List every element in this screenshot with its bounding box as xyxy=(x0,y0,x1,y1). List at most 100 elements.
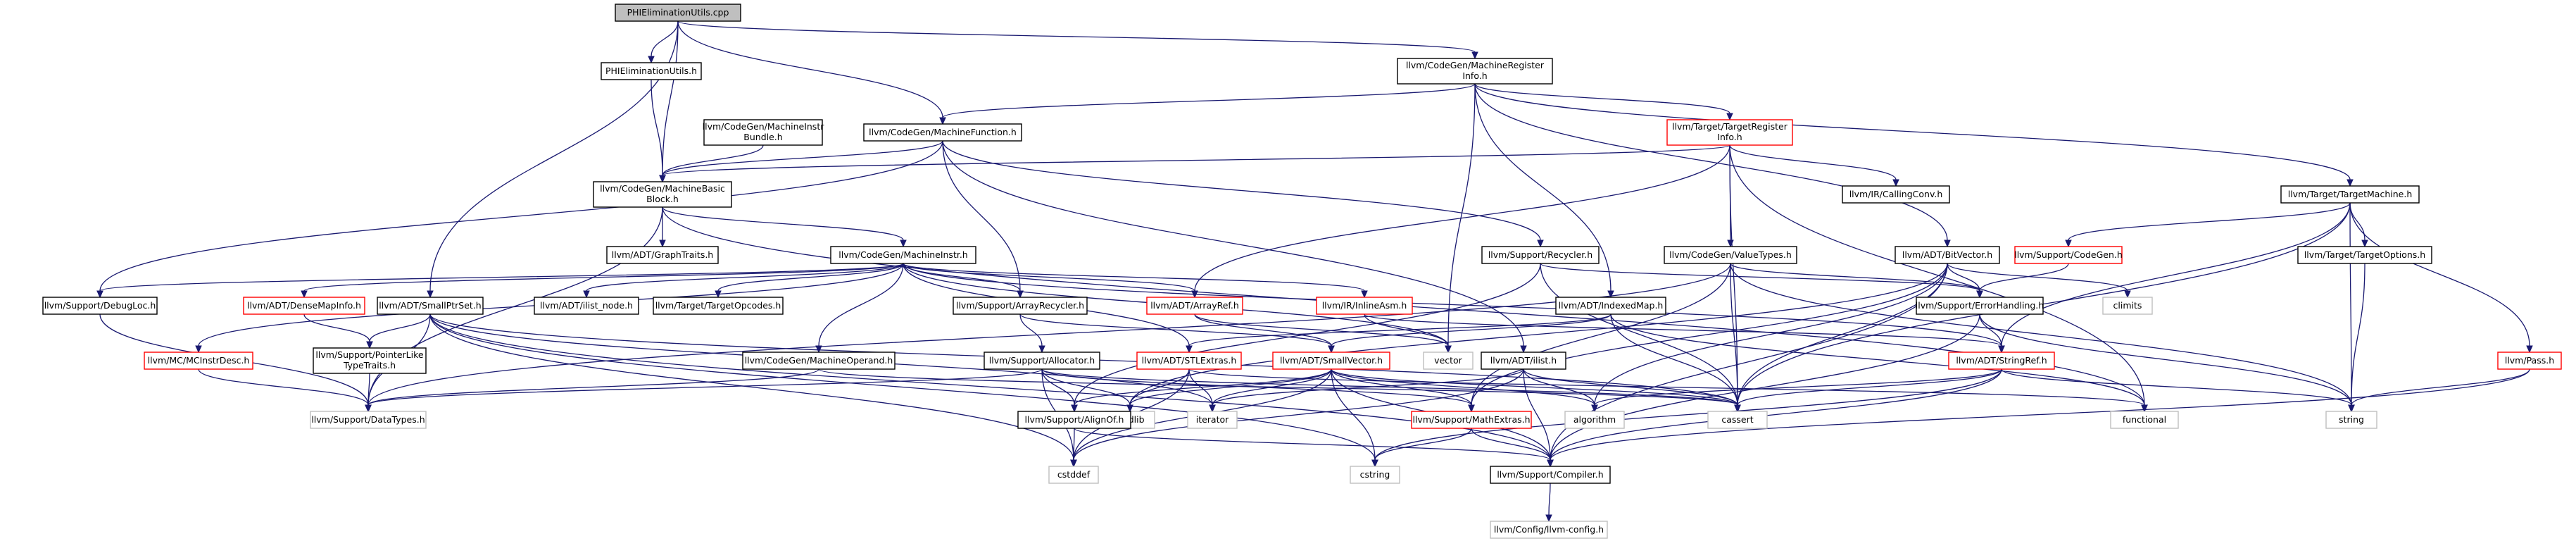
edge-line xyxy=(1331,368,1376,461)
node-ilist[interactable]: llvm/ADT/ilist.h xyxy=(1481,352,1566,370)
node-targetoptions[interactable]: llvm/Target/TargetOptions.h xyxy=(2297,246,2432,264)
node-box xyxy=(984,352,1100,370)
node-densemapinfo[interactable]: llvm/ADT/DenseMapInfo.h xyxy=(243,297,365,315)
node-box xyxy=(703,119,823,146)
edge-line xyxy=(1129,368,1190,406)
node-ilistnode[interactable]: llvm/ADT/ilist_node.h xyxy=(534,297,639,315)
edge-mf-to-ilist xyxy=(942,140,1527,354)
node-box xyxy=(1916,297,2044,315)
node-alignof[interactable]: llvm/Support/AlignOf.h xyxy=(1017,411,1131,429)
edge-line xyxy=(1471,263,1731,406)
node-errorhandling[interactable]: llvm/Support/ErrorHandling.h xyxy=(1916,297,2044,315)
edge-smallvector-to-cstdlib xyxy=(1126,368,1332,413)
edge-codegen-to-errorhandling xyxy=(1976,263,2069,299)
edge-compiler-to-config xyxy=(1545,483,1552,523)
node-box xyxy=(1411,411,1532,429)
edge-line xyxy=(1548,483,1551,516)
node-mi[interactable]: llvm/CodeGen/MachineInstr.h xyxy=(830,246,976,264)
edge-line xyxy=(651,79,663,176)
node-pass[interactable]: llvm/Pass.h xyxy=(2497,352,2562,370)
node-label: llvm/Support/MathExtras.h xyxy=(1412,414,1530,425)
node-compiler[interactable]: llvm/Support/Compiler.h xyxy=(1490,466,1611,484)
edge-line xyxy=(1074,263,1541,406)
node-targetopcodes[interactable]: llvm/Target/TargetOpcodes.h xyxy=(653,297,784,315)
node-cstddef: cstddef xyxy=(1048,466,1099,484)
edge-tri-to-arrayref xyxy=(1191,144,1730,299)
edge-smallvector-to-algorithm xyxy=(1331,368,1598,413)
edge-line xyxy=(1194,313,1332,347)
edge-line xyxy=(942,83,1476,118)
node-box xyxy=(1490,521,1608,539)
node-box xyxy=(2102,297,2153,315)
node-tm[interactable]: llvm/Target/TargetMachine.h xyxy=(2280,185,2420,204)
arrowhead xyxy=(1186,345,1193,354)
node-moperand[interactable]: llvm/CodeGen/MachineOperand.h xyxy=(742,352,896,370)
edge-phiutils_h-to-mbb xyxy=(651,79,666,183)
node-arrayref[interactable]: llvm/ADT/ArrayRef.h xyxy=(1146,297,1243,315)
node-smallvector[interactable]: llvm/ADT/SmallVector.h xyxy=(1272,352,1390,370)
node-indexedmap[interactable]: llvm/ADT/IndexedMap.h xyxy=(1555,297,1666,315)
node-box xyxy=(534,297,639,315)
edge-line xyxy=(1188,313,1611,347)
node-cstring: cstring xyxy=(1350,466,1400,484)
node-label: llvm/ADT/SmallPtrSet.h xyxy=(379,300,481,311)
edge-tm-to-pass xyxy=(2349,202,2533,354)
arrowhead xyxy=(1209,404,1216,413)
node-box xyxy=(1316,297,1413,315)
edge-line xyxy=(1729,144,2145,406)
edge-line xyxy=(1364,313,2002,347)
edge-line xyxy=(677,20,1476,53)
edge-line xyxy=(1737,202,2351,406)
node-box xyxy=(1350,466,1400,484)
edge-indexedmap-to-stlextras xyxy=(1186,313,1611,354)
edge-mbb-to-mi xyxy=(662,206,907,248)
edge-line xyxy=(1212,368,1524,406)
node-stringref[interactable]: llvm/ADT/StringRef.h xyxy=(1948,352,2055,370)
edge-line xyxy=(1540,263,1980,292)
edge-line xyxy=(662,206,904,241)
node-label: llvm/Support/DataTypes.h xyxy=(311,414,425,425)
node-mf[interactable]: llvm/CodeGen/MachineFunction.h xyxy=(863,123,1022,142)
node-mcinstrdesc[interactable]: llvm/MC/MCInstrDesc.h xyxy=(144,352,253,370)
node-recycler[interactable]: llvm/Support/Recycler.h xyxy=(1481,246,1600,264)
node-bitvector[interactable]: llvm/ADT/BitVector.h xyxy=(1895,246,2000,264)
node-box xyxy=(144,352,253,370)
edge-line xyxy=(1019,313,1332,347)
node-arrayrecycler[interactable]: llvm/Support/ArrayRecycler.h xyxy=(953,297,1088,315)
node-phiutils_h[interactable]: PHIEliminationUtils.h xyxy=(601,62,702,80)
node-inlineasm[interactable]: llvm/IR/InlineAsm.h xyxy=(1316,297,1413,315)
node-vector: vector xyxy=(1423,352,1474,370)
node-label: llvm/ADT/DenseMapInfo.h xyxy=(247,300,361,311)
node-stlextras[interactable]: llvm/ADT/STLExtras.h xyxy=(1136,352,1242,370)
edge-bitvector-to-mathextras xyxy=(1468,263,1948,413)
node-valuetypes[interactable]: llvm/CodeGen/ValueTypes.h xyxy=(1664,246,1797,264)
edge-mri-to-indexedmap xyxy=(1474,83,1614,299)
node-label: string xyxy=(2339,414,2364,425)
node-label: llvm/Config/llvm-config.h xyxy=(1494,524,1604,535)
node-label: llvm/ADT/ilist_node.h xyxy=(540,300,633,311)
edge-mri-to-tm xyxy=(1474,83,2354,187)
node-codegen[interactable]: llvm/Support/CodeGen.h xyxy=(2014,246,2123,264)
node-mathextras[interactable]: llvm/Support/MathExtras.h xyxy=(1411,411,1532,429)
node-callingconv[interactable]: llvm/IR/CallingConv.h xyxy=(1842,185,1950,204)
node-box xyxy=(1666,119,1793,146)
node-layer: PHIEliminationUtils.cppPHIEliminationUti… xyxy=(42,4,2562,539)
node-label: PHIEliminationUtils.cpp xyxy=(627,7,729,18)
node-debugloc[interactable]: llvm/Support/DebugLoc.h xyxy=(42,297,158,315)
node-box xyxy=(1423,352,1474,370)
edge-line xyxy=(1474,83,1730,114)
edge-line xyxy=(1041,368,1472,406)
edge-line xyxy=(2001,202,2351,347)
node-box xyxy=(1481,352,1566,370)
edge-line xyxy=(1594,263,1948,406)
node-graphtraits[interactable]: llvm/ADT/GraphTraits.h xyxy=(606,246,719,264)
edge-line xyxy=(2349,202,2530,347)
node-allocator[interactable]: llvm/Support/Allocator.h xyxy=(984,352,1100,370)
node-smallptrset[interactable]: llvm/ADT/SmallPtrSet.h xyxy=(377,297,484,315)
arrowhead xyxy=(939,117,946,125)
